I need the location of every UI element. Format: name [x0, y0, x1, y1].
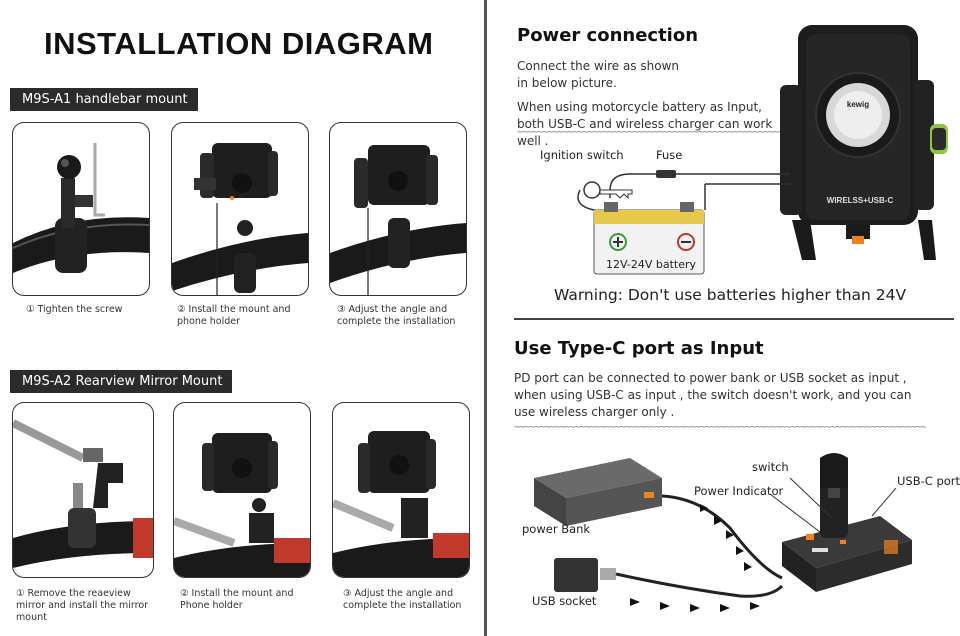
column-divider	[484, 0, 487, 636]
usb-socket-label: USB socket	[532, 594, 597, 608]
power-connection-text-2: When using motorcycle battery as Input, …	[517, 100, 773, 148]
section-divider	[514, 318, 954, 320]
section-label-mirror: M9S-A2 Rearview Mirror Mount	[10, 370, 233, 393]
battery-label: 12V-24V battery	[606, 258, 697, 271]
typec-text: PD port can be connected to power bank o…	[514, 371, 912, 419]
ignition-switch-label: Ignition switch	[540, 148, 624, 162]
wavy-divider: ~~~~~~~~~~~~~~~~~~~~~~~~~~~~~~~~~~~~~~~~…	[514, 422, 926, 433]
device-model-label: WIRELSS+USB-C	[826, 196, 894, 205]
power-connection-text-1: Connect the wire as shown in below pictu…	[517, 59, 679, 90]
switch-label: switch	[752, 460, 789, 474]
step-image-tighten-screw	[12, 122, 150, 296]
typec-diagram	[520, 448, 950, 628]
warning-text: Warning: Don't use batteries higher than…	[554, 286, 907, 304]
step-image-install-mount	[171, 122, 309, 296]
section-label-handlebar: M9S-A1 handlebar mount	[10, 88, 198, 111]
phone-holder-device	[780, 20, 955, 265]
page-title: INSTALLATION DIAGRAM	[44, 26, 434, 61]
step-image-install-mirror-mount	[173, 402, 311, 578]
step-image-adjust-mirror	[332, 402, 470, 578]
step-image-remove-mirror	[12, 402, 154, 578]
power-indicator-label: Power Indicator	[694, 484, 784, 498]
wavy-divider: ~~~~~~~~~~~~~~~~~~~~~~~~~~~~~~~~~~~~~~~~…	[517, 127, 787, 138]
usb-c-port-label: USB-C port	[897, 474, 960, 488]
wiring-diagram	[550, 150, 790, 280]
device-logo: kewig	[846, 100, 870, 109]
fuse-label: Fuse	[656, 148, 683, 162]
typec-heading: Use Type-C port as Input	[514, 338, 764, 359]
power-connection-heading: Power connection	[517, 25, 699, 46]
step-image-adjust-angle	[329, 122, 467, 296]
power-bank-label: power Bank	[522, 522, 591, 536]
